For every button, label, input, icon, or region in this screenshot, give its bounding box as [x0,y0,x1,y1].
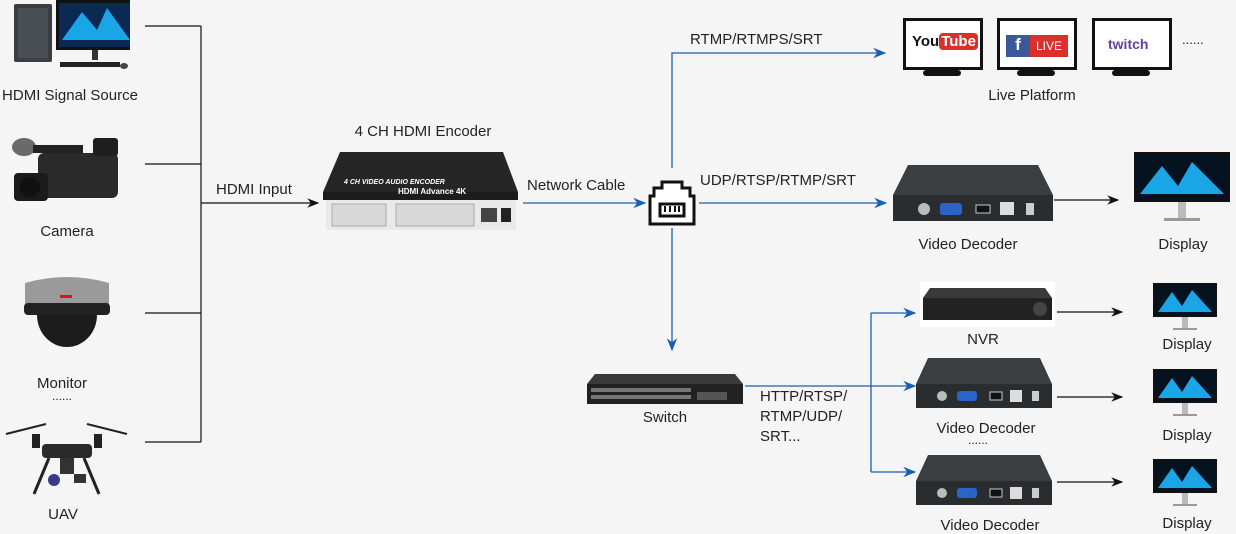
encoder-label: 4 CH HDMI Encoder [354,123,492,140]
platforms-more: ...... [1182,32,1204,47]
switch-label: Switch [642,409,688,426]
display-icon [1152,458,1218,510]
encoder-brand: HDMI Advance 4K [398,187,467,196]
decoders-more: ...... [967,433,989,447]
twitch-logo: twitch [1108,36,1149,52]
twitch-screen: twitch [1092,18,1172,78]
display-top-label: Display [1158,236,1208,253]
wire-rtmp [671,47,887,168]
source-label-monitor: Monitor [36,375,88,392]
dome-camera-icon [22,275,112,360]
decoder-2-label: Video Decoder [936,420,1036,437]
decoder-top-label: Video Decoder [918,236,1018,253]
drone-icon [4,420,129,500]
live-platform-label: Live Platform [988,87,1076,104]
video-decoder-device [912,358,1057,413]
display-icon [1132,150,1232,228]
ethernet-port-icon [648,180,696,226]
video-decoder-device [888,165,1058,230]
http-line-3: SRT... [760,428,801,445]
nvr-device [920,282,1055,327]
hdmi-encoder-device: 4 CH VIDEO AUDIO ENCODER HDMI Advance 4K [318,152,523,232]
display-dec3-label: Display [1162,515,1212,532]
pc-monitor-icon [12,0,138,72]
http-line-2: RTMP/UDP/ [760,408,843,425]
live-badge: LIVE [1030,35,1068,57]
rtmp-label: RTMP/RTMPS/SRT [690,31,823,48]
source-label-camera: Camera [40,223,94,240]
udp-label: UDP/RTSP/RTMP/SRT [700,172,856,189]
sources-more: ...... [51,389,73,403]
http-line-1: HTTP/RTSP/ [760,388,848,405]
source-label-hdmi: HDMI Signal Source [2,87,138,104]
display-icon [1152,368,1218,420]
display-icon [1152,282,1218,334]
facebook-logo: f [1006,35,1030,57]
video-decoder-device [912,455,1057,510]
http-protocols-label: HTTP/RTSP/ RTMP/UDP/ SRT... [760,387,847,447]
source-label-uav: UAV [48,506,78,523]
encoder-face-text: 4 CH VIDEO AUDIO ENCODER [344,179,445,186]
camcorder-icon [8,133,128,213]
nvr-label: NVR [967,331,999,348]
facebook-live-screen: f LIVE [997,18,1077,78]
decoder-3-label: Video Decoder [940,517,1040,534]
network-cable-label: Network Cable [527,177,626,194]
network-switch-device [585,370,745,408]
hdmi-input-label: HDMI Input [216,181,292,198]
display-dec2-label: Display [1162,427,1212,444]
display-nvr-label: Display [1162,336,1212,353]
